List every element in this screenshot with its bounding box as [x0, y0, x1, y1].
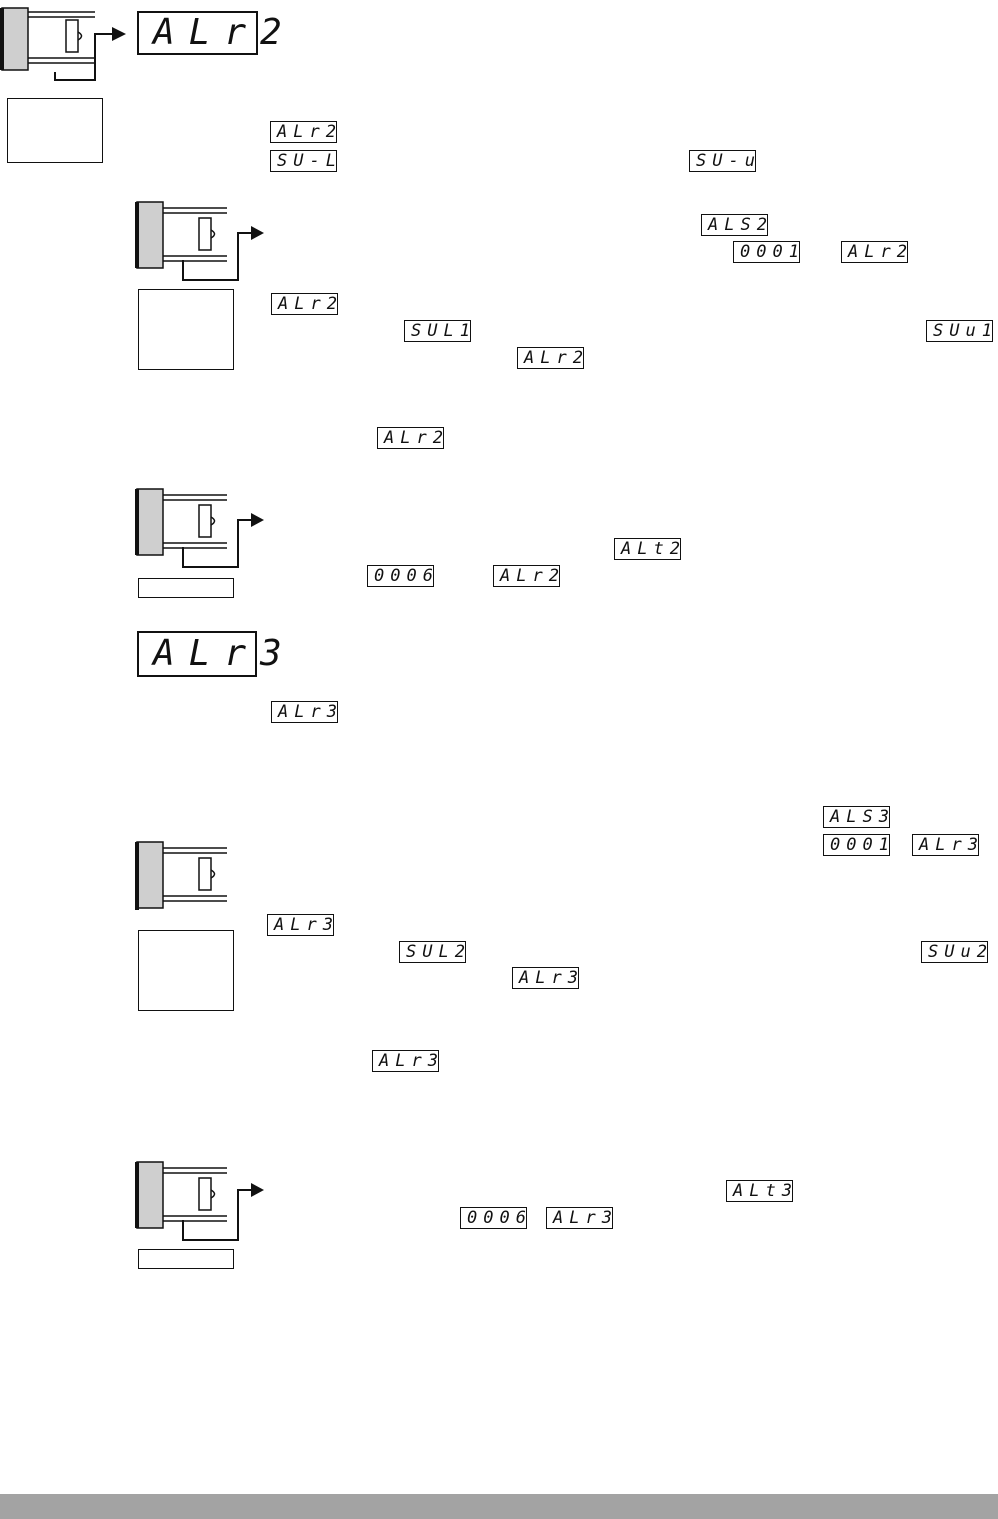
code-alr3: ALr3: [267, 914, 334, 936]
code-0001: 0001: [823, 834, 890, 856]
code-als2: ALS2: [701, 214, 768, 236]
code-alr3: ALr3: [512, 967, 579, 989]
code-suu2: SUu2: [921, 941, 988, 963]
controller-button-icon: [135, 1161, 264, 1241]
code-su-l: SU-L: [270, 150, 337, 172]
code-sul2: SUL2: [399, 941, 466, 963]
code-0006: 0006: [367, 565, 434, 587]
display-alr3-large: ALr3: [137, 631, 282, 677]
code-alr3: ALr3: [912, 834, 979, 856]
footer-bar: [0, 1494, 998, 1519]
code-alr3: ALr3: [372, 1050, 439, 1072]
code-alr3: ALr3: [546, 1207, 613, 1229]
code-alr2: ALr2: [841, 241, 908, 263]
label-box: [138, 930, 234, 1011]
code-alr2: ALr2: [377, 427, 444, 449]
code-alt3: ALt3: [726, 1180, 793, 1202]
code-su-u: SU-u: [689, 150, 756, 172]
label-box: [138, 289, 234, 370]
code-alr2: ALr2: [271, 293, 338, 315]
label-box: [138, 578, 234, 598]
label-box: [7, 98, 103, 163]
code-alr3: ALr3: [271, 701, 338, 723]
display-alr2-large: ALr2: [137, 11, 282, 55]
code-sul1: SUL1: [404, 320, 471, 342]
controller-button-icon: [135, 841, 227, 910]
code-als3: ALS3: [823, 806, 890, 828]
code-alr2: ALr2: [517, 347, 584, 369]
code-alr2: ALr2: [270, 121, 337, 143]
code-0001: 0001: [733, 241, 800, 263]
code-alr2: ALr2: [493, 565, 560, 587]
controller-button-icon: [135, 488, 264, 568]
controller-button-icon: [0, 7, 126, 81]
code-suu1: SUu1: [926, 320, 993, 342]
label-box: [138, 1249, 234, 1269]
code-0006: 0006: [460, 1207, 527, 1229]
code-alt2: ALt2: [614, 538, 681, 560]
controller-button-icon: [135, 201, 264, 281]
